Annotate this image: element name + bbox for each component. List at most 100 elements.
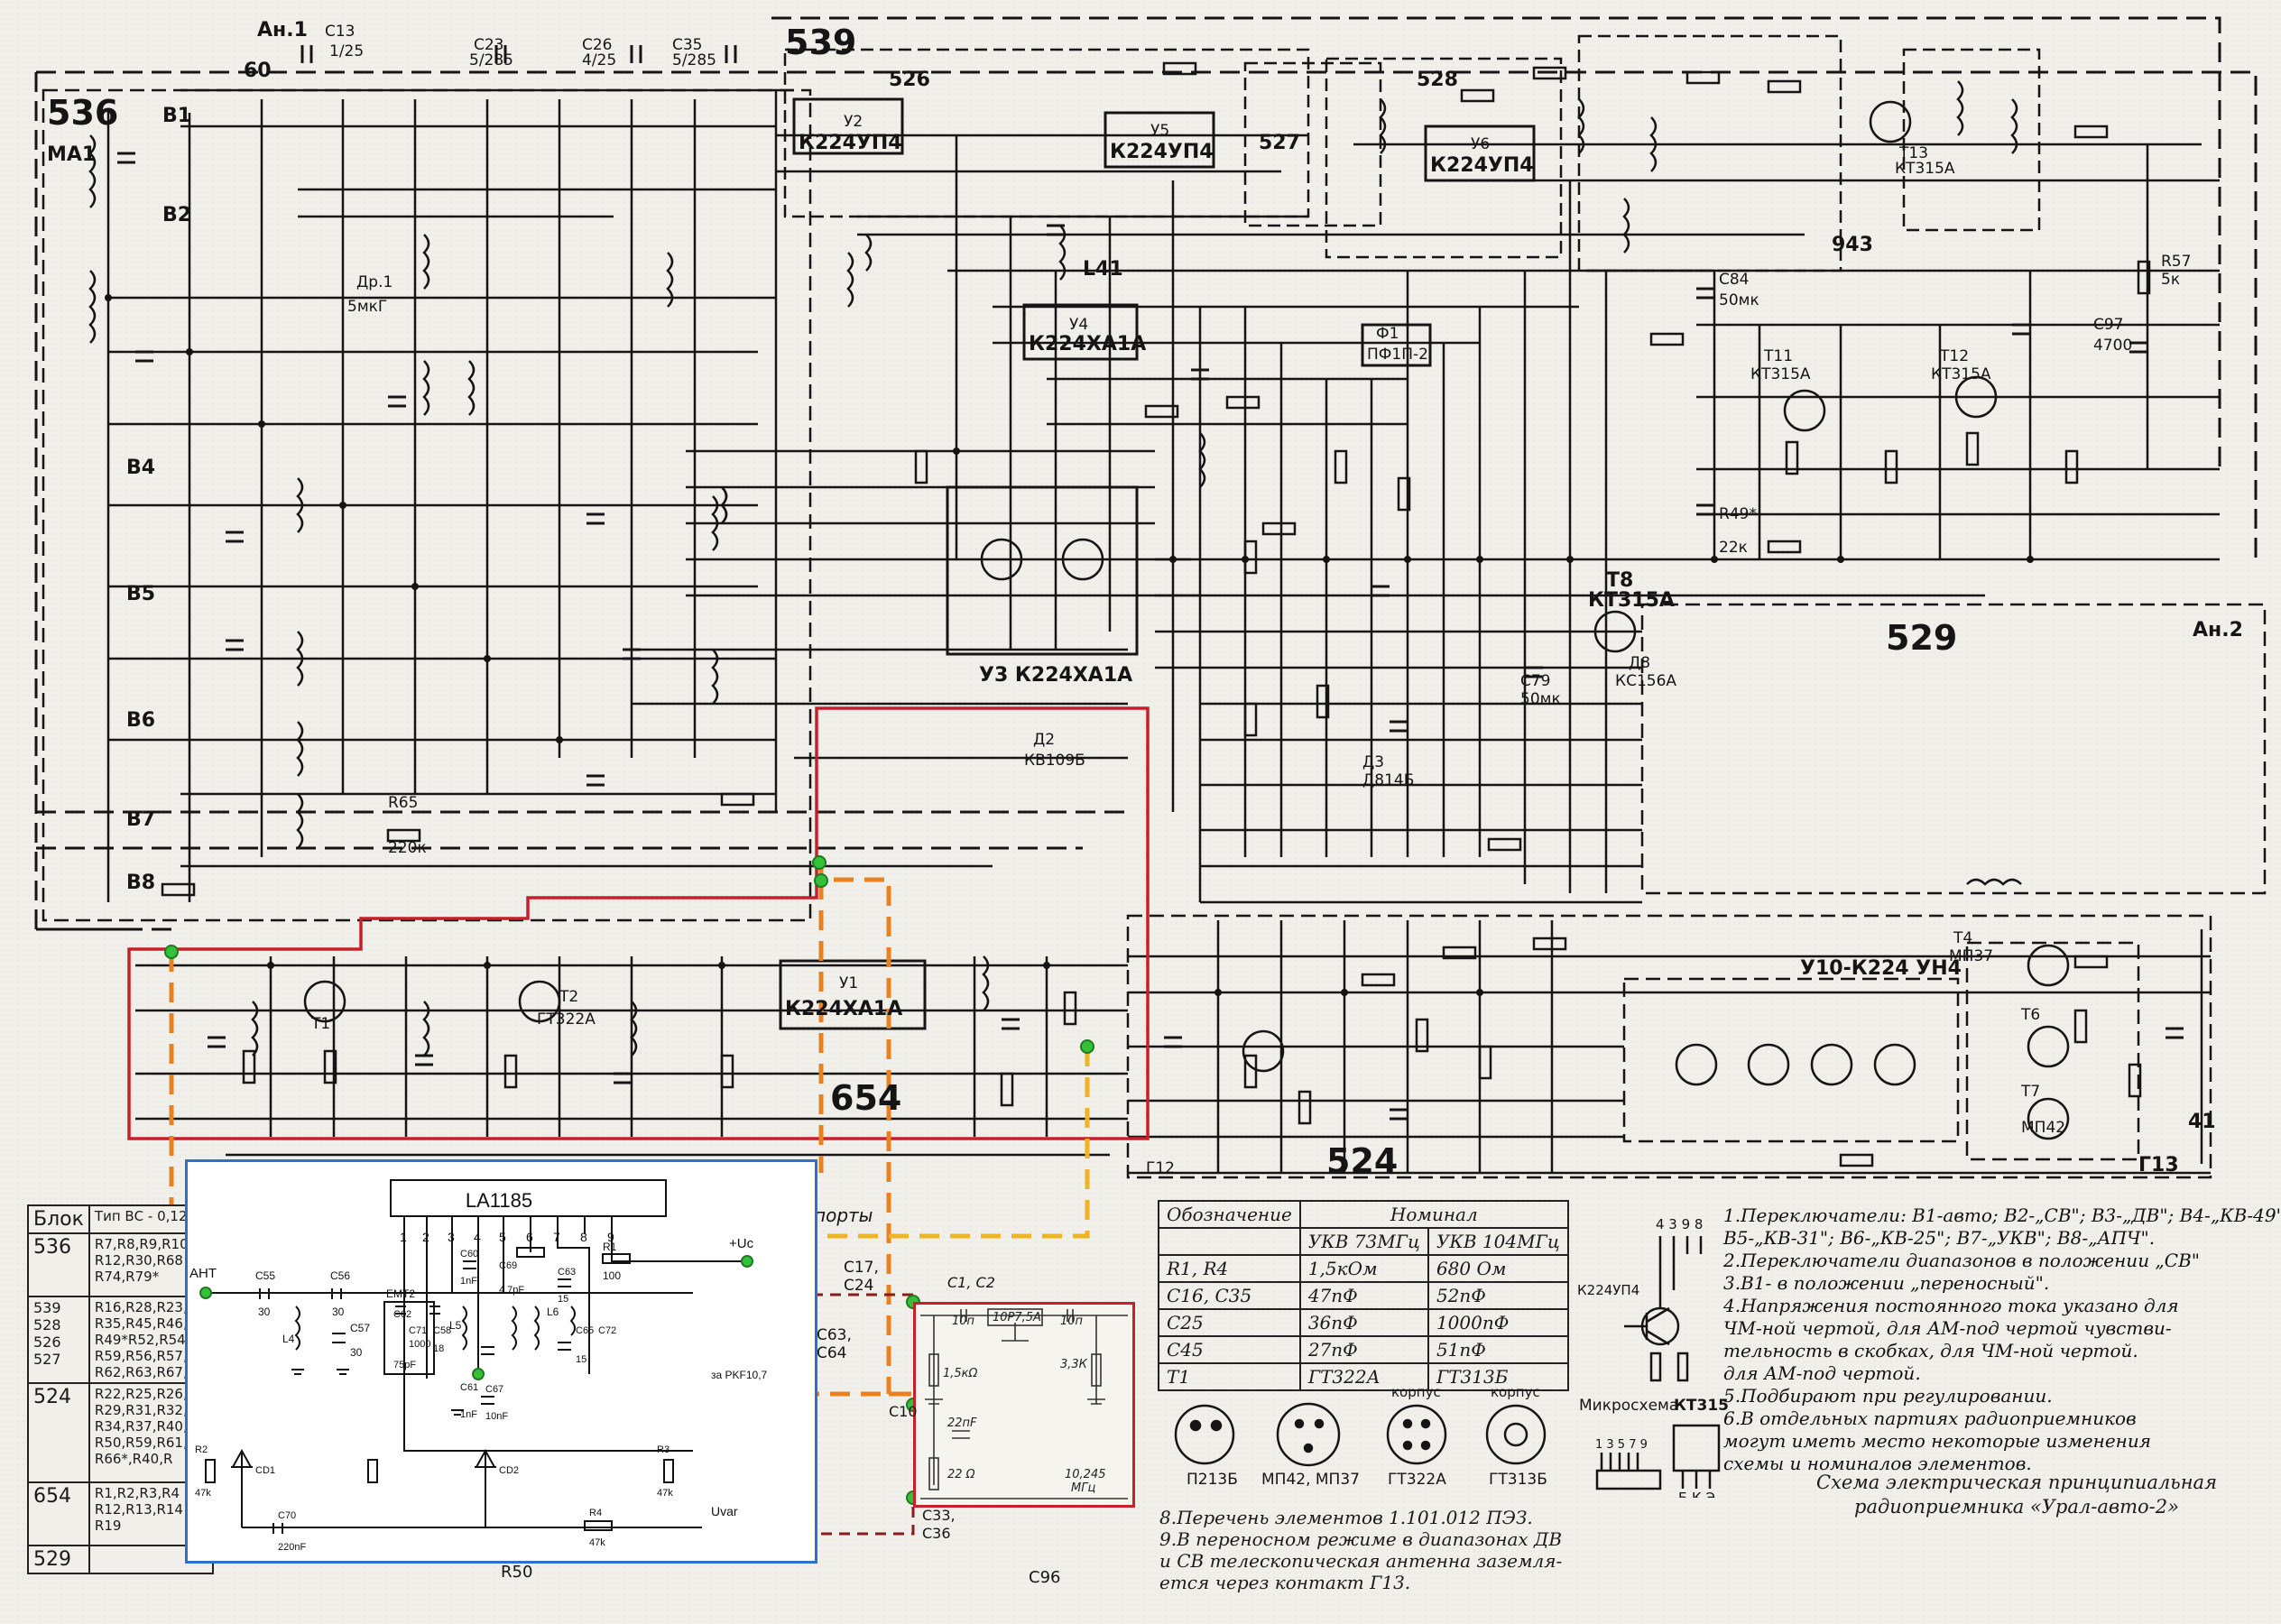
package-k224-label: К224УП4 <box>1577 1282 1639 1298</box>
filter-r22: 22 Ω <box>947 1468 975 1481</box>
la-c63: C63 <box>558 1267 576 1278</box>
transistor-t12-label: Т12 <box>1939 347 1969 365</box>
la-l5: L5 <box>449 1319 462 1332</box>
la-pin: 5 <box>499 1230 506 1244</box>
wiring <box>106 88 2220 1175</box>
c26-label: C26 <box>582 36 613 54</box>
block-label-539: 539 <box>785 23 856 62</box>
junctions <box>105 294 2034 996</box>
la-c58: C58 <box>433 1325 451 1336</box>
note-line: В5-„КВ-31"; В6-„КВ-25"; В7-„УКВ"; В8-„АП… <box>1723 1227 2156 1249</box>
resistor-r57-label: R57 <box>2161 253 2191 271</box>
comp-table-cell: 27пФ <box>1298 1335 1429 1364</box>
label-c96: C96 <box>1029 1568 1061 1587</box>
node-60: 60 <box>244 60 272 82</box>
transistor-t7-label: Т7 <box>2020 1083 2040 1101</box>
package-bkz: Б К Э <box>1678 1490 1715 1498</box>
filter-top-element: 10Р7,5А <box>993 1311 1041 1324</box>
c35-value: 5/285 <box>672 51 716 69</box>
transistor-t1-label: Т1 <box>310 1015 330 1033</box>
label-c24: C24 <box>844 1277 874 1295</box>
ports-header: порты <box>814 1204 873 1226</box>
la-pin: 7 <box>553 1230 560 1244</box>
block-label-528: 528 <box>1417 69 1458 91</box>
block-table-item: R49*R52,R54,R5 <box>94 1332 208 1348</box>
la-r1: R1 <box>603 1241 617 1253</box>
block-table-item: R29,R31,R32, <box>94 1402 188 1418</box>
label-c17: C17, <box>844 1259 879 1277</box>
la-l4: L4 <box>282 1333 295 1345</box>
filter-r-right: 3,3К <box>1060 1358 1088 1371</box>
filter-phi1-label: Ф1 <box>1376 325 1399 343</box>
ic-y6-label: У6 <box>1471 135 1490 153</box>
contact-g12: Г12 <box>1146 1159 1175 1177</box>
la-uvar-label: Uvar <box>711 1504 738 1518</box>
note-line: 5.Подбирают при регулировании. <box>1723 1385 2053 1407</box>
capacitor-c97-label: C97 <box>2093 316 2124 334</box>
la-uc-label: +Uc <box>729 1236 754 1251</box>
diode-d8-label: Д8 <box>1629 654 1650 672</box>
filter-top-cap1: 10п <box>952 1315 975 1328</box>
la-pin: 9 <box>607 1230 614 1244</box>
filter-r-left: 1,5кΩ <box>943 1367 978 1380</box>
la-c58-val: 18 <box>433 1343 444 1354</box>
comp-table-cell: 47пФ <box>1298 1281 1429 1310</box>
resistor-r57-value: 5к <box>2161 271 2180 289</box>
la-r3: R3 <box>657 1444 670 1455</box>
block-table-item: R34,R37,R40, <box>94 1418 188 1435</box>
diode-d8-type: КС156А <box>1615 672 1676 690</box>
block-536-frame <box>42 88 812 922</box>
block-table-item: R62,R63,R67,R6 <box>94 1364 206 1380</box>
la-c57: C57 <box>350 1322 370 1334</box>
la-c55-val: 30 <box>258 1306 271 1318</box>
block-table-row-536: 536 <box>27 1232 90 1297</box>
transistor-t8-type: КТ315А <box>1588 589 1675 612</box>
la-c56-val: 30 <box>332 1306 345 1318</box>
bottom-note-line: 9.В переносном режиме в диапазонах ДВ <box>1159 1528 1563 1550</box>
switch-b8: В8 <box>126 872 155 894</box>
la-c71-val: 1000 <box>409 1339 430 1350</box>
c23-value: 5/285 <box>469 51 513 69</box>
comp-table-cell: 36пФ <box>1298 1308 1429 1337</box>
la-c67: C67 <box>485 1384 503 1395</box>
la-c56: C56 <box>330 1269 350 1282</box>
capacitor-c84-value: 50мк <box>1719 291 1759 309</box>
schematic-labels: 536 539 528 529 524 654 526 527 Ан.1 Ан.… <box>47 19 2243 1181</box>
transistor-t2-label: Т2 <box>559 988 578 1006</box>
la-c67-val: 10nF <box>485 1411 508 1422</box>
la-c57-val: 30 <box>350 1346 363 1359</box>
block-table-row-524: 524 <box>27 1382 90 1483</box>
la-c55: C55 <box>255 1269 275 1282</box>
resistor-r65-label: R65 <box>388 794 418 812</box>
block-table-item: R19 <box>94 1518 122 1534</box>
comp-table-subhead <box>1158 1227 1301 1256</box>
note-line: 4.Напряжения постоянного тока указано дл… <box>1723 1295 2179 1316</box>
block-table-item: R22,R25,R26,3 <box>94 1386 197 1402</box>
diode-d3-type: Д814Б <box>1362 771 1414 789</box>
comp-table-cell: C16, C35 <box>1158 1281 1301 1310</box>
la-pkf-label: за PKF10,7 <box>711 1369 768 1381</box>
block-table-item: R74,R79* <box>94 1269 160 1285</box>
ic-y5-label: У5 <box>1150 122 1169 140</box>
filter-c22: 22пF <box>947 1416 977 1430</box>
ceramic-filter-overlay: C1, C2 10п 10Р7,5А 10п 1,5кΩ 3,3К 22пF 2… <box>913 1290 1135 1508</box>
block-table-item: R12,R30,R68 <box>94 1252 183 1269</box>
diode-d2-type: КВ109Б <box>1024 752 1085 770</box>
ic-y2-type: К224УП4 <box>799 132 902 154</box>
component-variants-table: Обозначение Номинал УКВ 73МГц УКВ 104МГц… <box>1158 1200 1569 1391</box>
la-pin: 3 <box>448 1230 455 1244</box>
comp-table-cell: ГТ322А <box>1298 1362 1429 1391</box>
block-label-536: 536 <box>47 93 118 133</box>
c13-value: 1/25 <box>329 42 364 60</box>
la-r2-val: 47k <box>195 1488 211 1499</box>
transistor-t13-type: КТ315А <box>1895 160 1955 178</box>
comp-table-cell: 52пФ <box>1427 1281 1569 1310</box>
ic-y2-label: У2 <box>844 113 863 131</box>
la-c62: C62 <box>393 1309 411 1320</box>
comp-table-head-nominal: Номинал <box>1298 1200 1569 1229</box>
package-gt322a: ГТ322А <box>1388 1471 1446 1489</box>
ic-y5-type: К224УП4 <box>1110 141 1214 163</box>
filter-res-unit: МГц <box>1071 1481 1095 1495</box>
filter-label-c33: C33, <box>922 1507 956 1524</box>
ic-y6-type: К224УП4 <box>1430 154 1534 177</box>
